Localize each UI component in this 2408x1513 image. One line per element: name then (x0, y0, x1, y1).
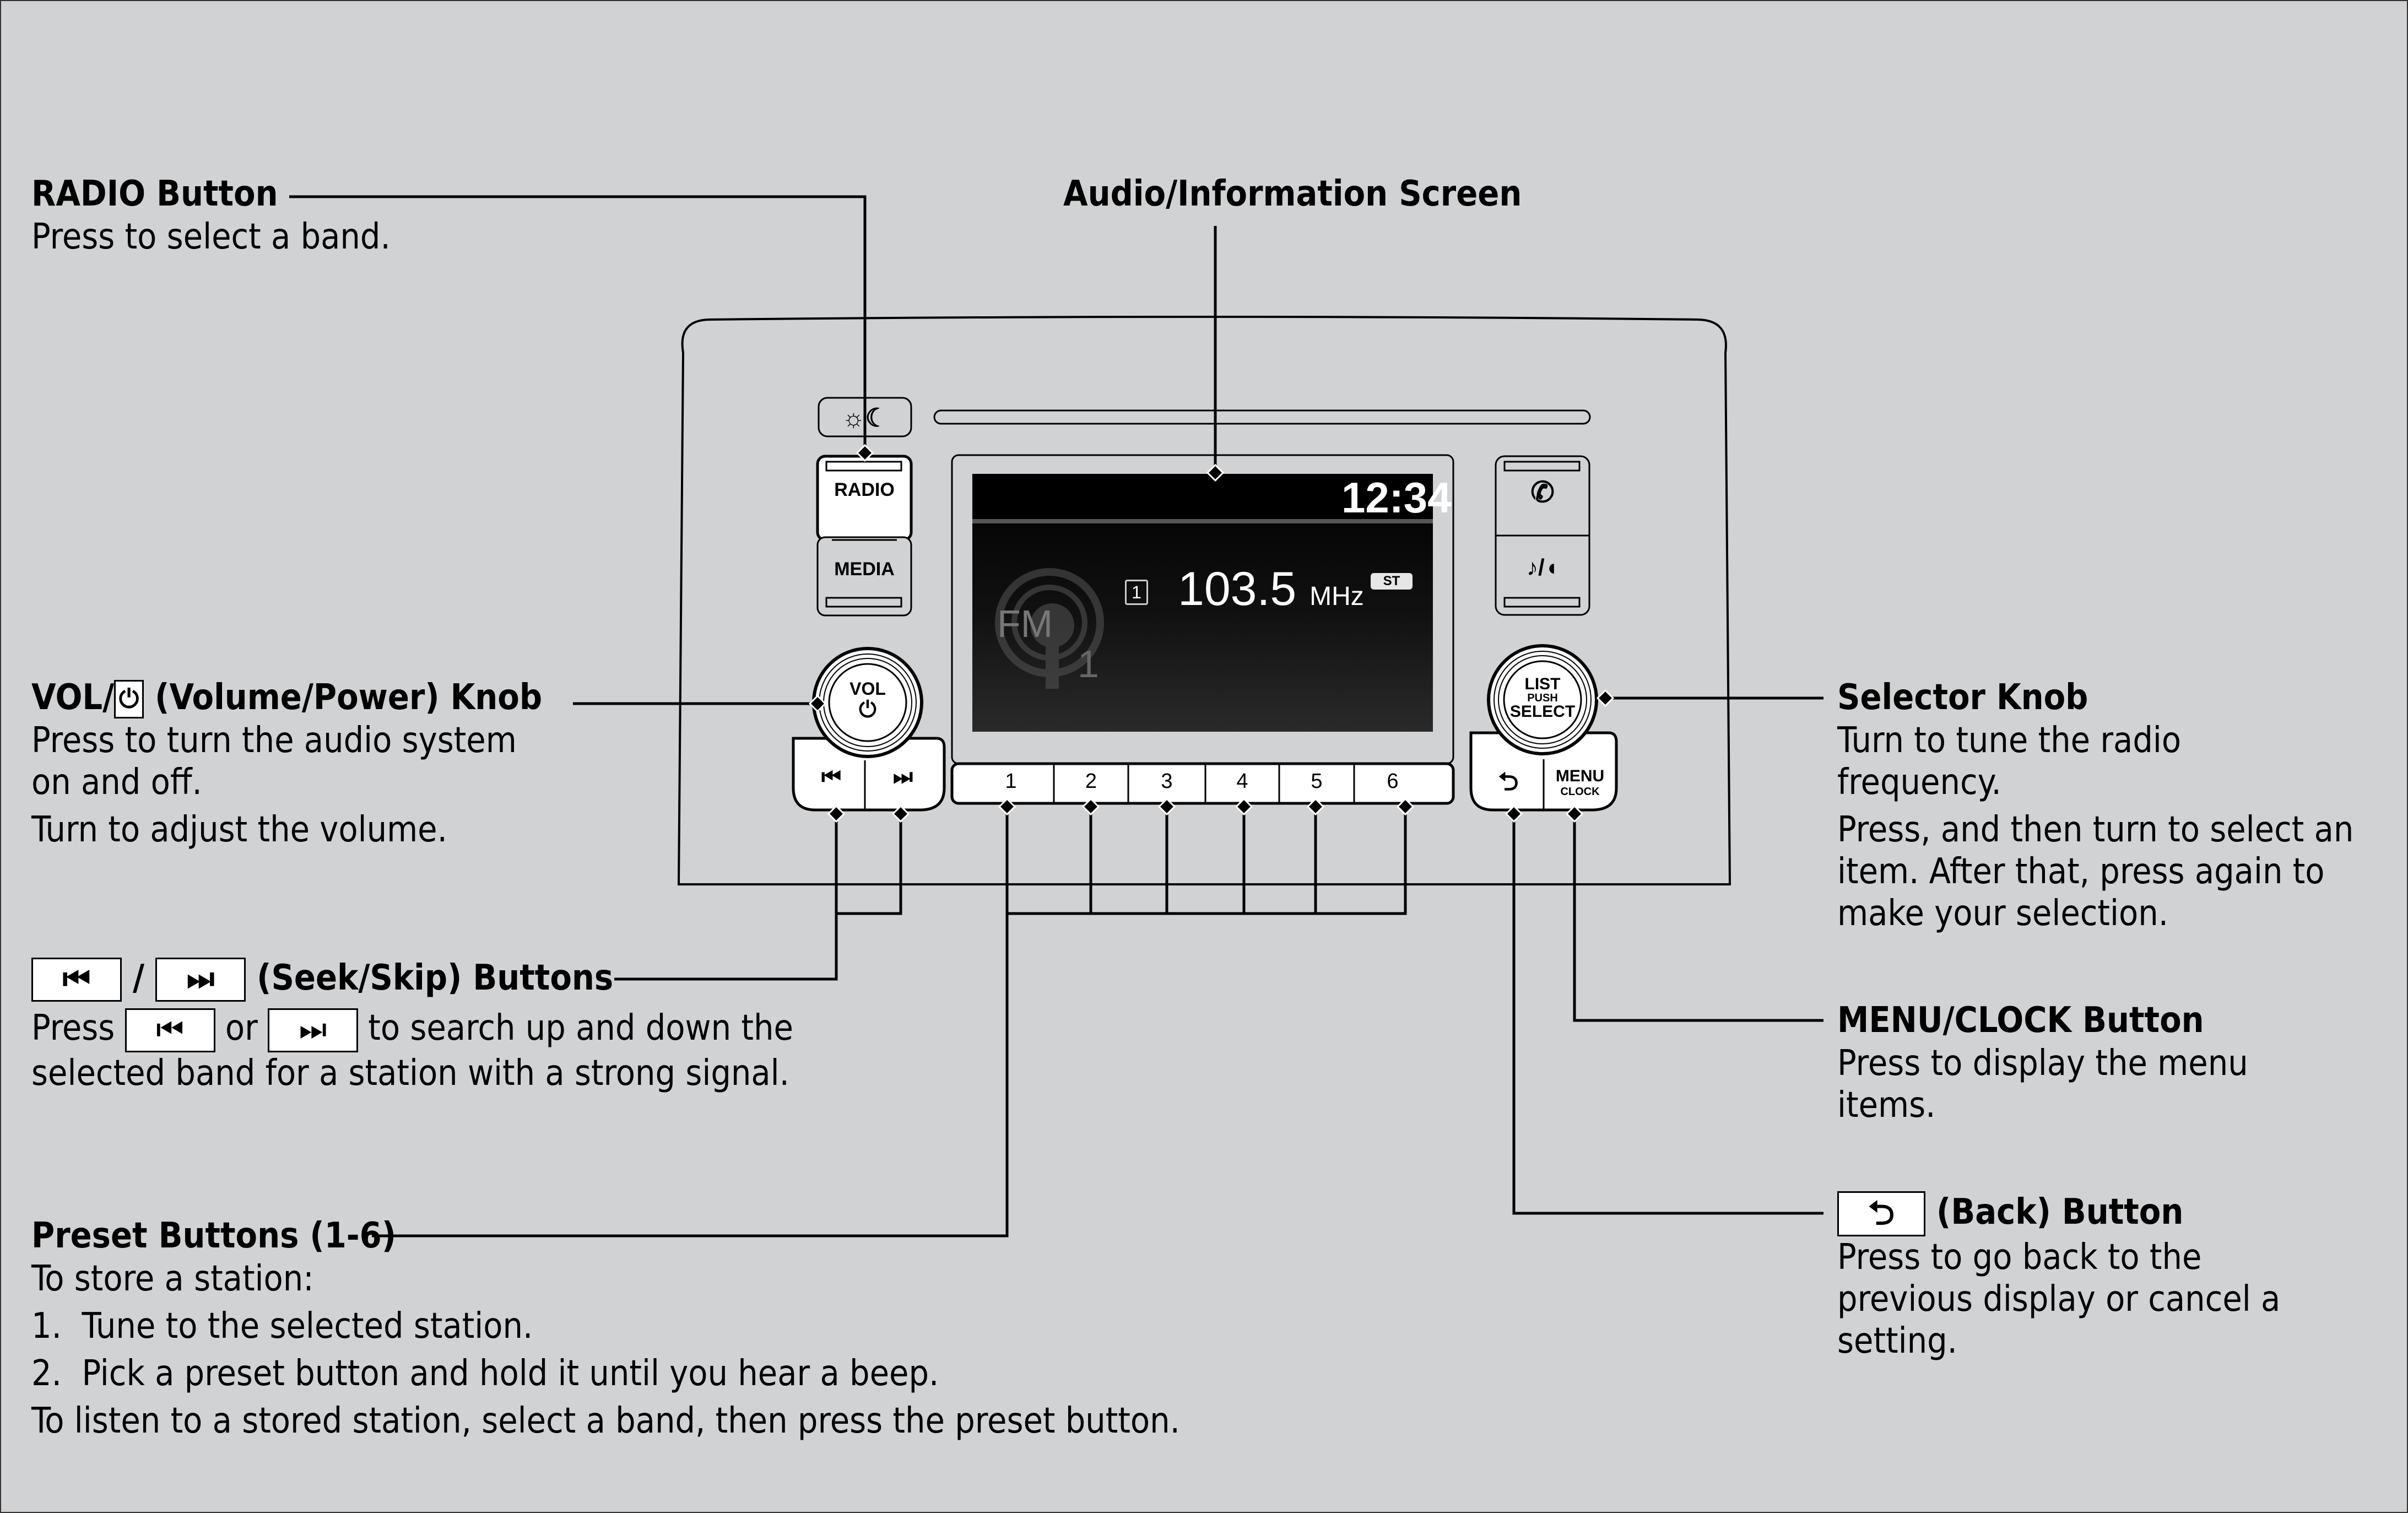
callout-radio-button: RADIO Button Press to select a band. (31, 172, 391, 258)
radio-button[interactable]: RADIO (834, 479, 895, 500)
preset-button-5[interactable]: 5 (1311, 770, 1323, 793)
callout-menu-clock: MENU/CLOCK Button Press to display the m… (1837, 998, 2333, 1126)
preset-button-2[interactable]: 2 (1085, 770, 1097, 793)
callout-title: ⏮ / ⏭ (Seek/Skip) Buttons (31, 956, 803, 1002)
menu-label: MENU (1555, 767, 1605, 785)
desc-part: or (215, 1008, 268, 1049)
skip-forward-button[interactable]: ⏭ (893, 765, 913, 789)
callout-seek-skip: ⏮ / ⏭ (Seek/Skip) Buttons Press ⏮ or ⏭ t… (31, 956, 803, 1094)
band-logo-text: FM (997, 602, 1053, 645)
callout-desc: To store a station: 1. Tune to the selec… (31, 1258, 1354, 1442)
music-speaker-icon[interactable]: ♪/◖ (1526, 554, 1559, 580)
title-suffix: (Back) Button (1925, 1192, 2184, 1233)
skip-forward-icon: ⏭ (155, 958, 246, 1002)
callout-presets: Preset Buttons (1-6) To store a station:… (31, 1214, 1354, 1447)
fm-band-logo (995, 568, 1104, 689)
desc-step: 2. Pick a preset button and hold it unti… (31, 1353, 939, 1394)
callout-vol-knob: VOL/⏻ (Volume/Power) Knob Press to turn … (31, 676, 560, 856)
desc-line: Turn to adjust the volume. (31, 809, 447, 850)
desc-line: Press to turn the audio system on and of… (31, 720, 517, 803)
callout-title: ⮌ (Back) Button (1837, 1190, 2388, 1237)
callout-desc: Turn to tune the radio frequency. Press,… (1837, 720, 2388, 934)
title-suffix: (Volume/Power) Knob (144, 677, 543, 718)
selector-knob[interactable]: LIST PUSH SELECT (1489, 646, 1596, 753)
stereo-badge: ST (1371, 573, 1413, 590)
title-suffix: (Seek/Skip) Buttons (246, 958, 614, 998)
vol-knob-label: VOL (849, 679, 886, 699)
callout-desc: Press ⏮ or ⏭ to search up and down the s… (31, 1007, 803, 1094)
clock-label: CLOCK (1560, 786, 1600, 798)
screen-clock: 12:34 (1341, 473, 1452, 522)
preset-button-4[interactable]: 4 (1236, 770, 1248, 793)
band-logo-number: 1 (1078, 642, 1099, 685)
disc-slot (933, 409, 1591, 425)
frequency-value: 103.5 (1178, 563, 1297, 615)
vol-knob[interactable]: VOL ⏻ (814, 649, 921, 756)
desc-step: 1. Tune to the selected station. (31, 1306, 533, 1347)
skip-forward-icon: ⏭ (268, 1008, 358, 1052)
preset-button-3[interactable]: 3 (1161, 770, 1173, 793)
vol-knob-shape (812, 647, 923, 758)
desc-line: Turn to tune the radio frequency. (1837, 720, 2182, 803)
callout-title: RADIO Button (31, 174, 278, 214)
sun-moon-icon[interactable]: ☼☾ (842, 403, 888, 432)
selector-label-list: LIST (1524, 675, 1561, 693)
callout-desc: Press to turn the audio system on and of… (31, 720, 560, 851)
callout-title: Preset Buttons (1-6) (31, 1215, 397, 1256)
callout-title: Selector Knob (1837, 677, 2088, 718)
preset-indicator: 1 (1125, 580, 1148, 605)
desc-outro: To listen to a stored station, select a … (31, 1401, 1180, 1441)
callout-desc: Press to go back to the previous display… (1837, 1237, 2281, 1362)
callout-title: VOL/⏻ (Volume/Power) Knob (31, 676, 560, 720)
preset-button-6[interactable]: 6 (1387, 770, 1399, 793)
desc-intro: To store a station: (31, 1258, 314, 1299)
skip-back-icon: ⏮ (31, 958, 122, 1002)
desc-part: to search up and down the selected band … (31, 1008, 793, 1094)
selector-label-push: PUSH (1527, 692, 1558, 704)
power-icon: ⏻ (859, 698, 876, 722)
callout-desc: Press to display the menu items. (1837, 1043, 2248, 1126)
menu-clock-button[interactable]: MENU CLOCK (1546, 767, 1614, 806)
title-prefix: VOL/ (31, 677, 115, 718)
callout-title: MENU/CLOCK Button (1837, 1000, 2204, 1041)
skip-back-icon: ⏮ (125, 1008, 215, 1052)
callout-selector-knob: Selector Knob Turn to tune the radio fre… (1837, 676, 2388, 940)
skip-back-button[interactable]: ⏮ (821, 765, 841, 789)
preset-button-1[interactable]: 1 (1005, 770, 1017, 793)
back-arrow-icon: ⮌ (1837, 1191, 1925, 1237)
back-button[interactable]: ⮌ (1498, 767, 1519, 796)
screen-frequency: 103.5 MHz (1178, 562, 1364, 617)
desc-part: Press (31, 1008, 125, 1049)
power-icon: ⏻ (114, 680, 144, 719)
callout-title: Audio/Information Screen (1063, 174, 1522, 214)
selector-knob-shape (1487, 644, 1598, 755)
title-sep: / (122, 958, 156, 998)
phone-icon[interactable]: ✆ (1530, 477, 1555, 509)
frequency-unit: MHz (1309, 582, 1364, 611)
callout-audio-screen: Audio/Information Screen (1063, 172, 1522, 216)
selector-label-select: SELECT (1509, 703, 1576, 721)
desc-line: Press, and then turn to select an item. … (1837, 809, 2354, 934)
preset-strip (950, 762, 1455, 805)
media-button[interactable]: MEDIA (834, 559, 895, 580)
callout-desc: Press to select a band. (31, 217, 391, 257)
callout-back: ⮌ (Back) Button Press to go back to the … (1837, 1190, 2388, 1362)
